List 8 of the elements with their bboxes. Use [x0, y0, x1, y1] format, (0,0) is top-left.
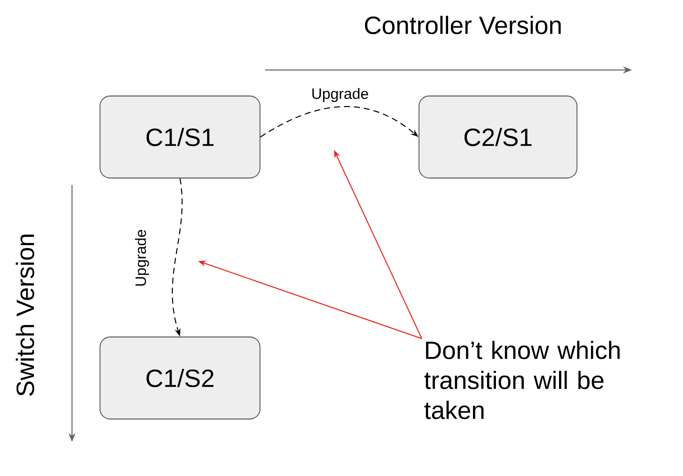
axis-label: Switch Version	[16, 234, 34, 396]
state-box: C1/S2	[100, 336, 260, 420]
state-box: C1/S1	[100, 96, 260, 178]
edge-label: Upgrade	[134, 228, 150, 288]
state-box: C2/S1	[418, 96, 578, 178]
edge-label: Upgrade	[310, 87, 370, 103]
note-text: Don’t know which transition will be taken	[424, 340, 620, 420]
axis-label: Controller Version	[364, 16, 561, 34]
